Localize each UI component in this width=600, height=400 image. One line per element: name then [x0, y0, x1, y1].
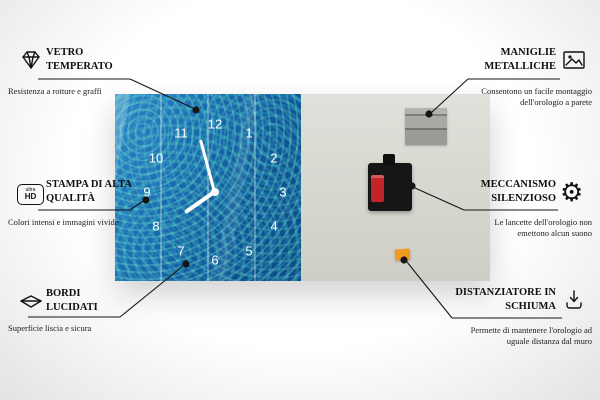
picture-frame-icon: [562, 49, 586, 71]
clock-number: 11: [174, 125, 188, 141]
glass-seam: [254, 94, 256, 281]
gear-icon: ⚙: [560, 178, 584, 208]
foam-spacer: [394, 248, 411, 261]
clock-number: 3: [279, 184, 287, 200]
diamond-icon: [19, 49, 43, 71]
clock-number: 7: [177, 243, 185, 259]
callout-desc-maniglie: Consentono un facile montaggio dell'orol…: [481, 86, 592, 108]
ultra-hd-icon: ultra HD: [17, 184, 44, 205]
clock-number: 1: [245, 125, 253, 141]
callout-title-stampa: STAMPA DI ALTA QUALITÀ: [46, 179, 132, 205]
metal-hanger-plate: [405, 108, 447, 145]
callout-desc-bordi: Superficie liscia e sicura: [8, 323, 92, 333]
battery: [371, 175, 384, 202]
clock-hub: [211, 188, 219, 196]
callout-title-bordi: BORDI LUCIDATI: [46, 288, 98, 314]
ultra-hd-icon-label-bottom: HD: [24, 192, 37, 201]
callout-desc-meccanismo: Le lancette dell'orologio non emettono a…: [494, 217, 592, 239]
callout-title-distanziatore: DISTANZIATORE IN SCHIUMA: [455, 287, 556, 313]
clock-number: 12: [207, 116, 223, 132]
callout-desc-stampa: Colori intensi e immagini vivide: [8, 217, 119, 227]
clock-number: 2: [270, 150, 278, 166]
clock-number: 4: [270, 218, 278, 234]
callout-title-maniglie: MANIGLIE METALLICHE: [484, 47, 556, 73]
ultra-hd-icon-label-top: ultra: [25, 187, 36, 193]
clock-back-view: [301, 94, 490, 281]
callout-desc-vetro: Resistenza a rotture e graffi: [8, 86, 102, 96]
clock-number: 9: [143, 184, 151, 200]
foam-spacer-icon: [562, 289, 586, 311]
clock-number: 6: [211, 252, 219, 268]
glass-seam: [160, 94, 162, 281]
clock-mechanism: [368, 154, 412, 211]
clock-number: 8: [152, 218, 160, 234]
glass-sheen: [115, 94, 301, 281]
clock-front-view: 12 1 2 3 4 5 6 7 8 9 10 11: [115, 94, 301, 281]
hanger-hook: [383, 154, 395, 165]
clock-number: 10: [148, 150, 164, 166]
callout-title-vetro: VETRO TEMPERATO: [46, 47, 113, 73]
callout-title-meccanismo: MECCANISMO SILENZIOSO: [480, 179, 556, 205]
clock-number: 5: [245, 243, 253, 259]
polished-edge-icon: [19, 293, 43, 311]
glass-seam: [207, 94, 209, 281]
callout-desc-distanziatore: Permette di mantenere l'orologio ad ugua…: [470, 325, 592, 347]
product-image: 12 1 2 3 4 5 6 7 8 9 10 11: [115, 94, 490, 281]
